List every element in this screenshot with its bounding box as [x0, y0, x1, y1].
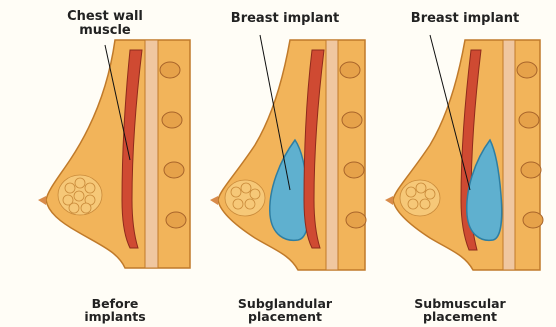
- panel-before-implants: [30, 0, 200, 290]
- caption-before-implants: Before implants: [55, 297, 175, 323]
- caption-line-2: placement: [395, 310, 525, 323]
- nipple: [38, 196, 46, 205]
- caption-subglandular-placement: Subglandular placement: [220, 297, 350, 323]
- chest-wall: [326, 40, 338, 270]
- chest-wall: [503, 40, 515, 270]
- glandular-tissue: [58, 175, 102, 215]
- caption-line-2: implants: [55, 310, 175, 323]
- panel-submuscular: [375, 0, 545, 290]
- glandular-tissue: [225, 180, 265, 216]
- caption-line-2: placement: [220, 310, 350, 323]
- nipple: [385, 196, 393, 205]
- panel-subglandular: [200, 0, 370, 290]
- glandular-tissue: [400, 180, 440, 216]
- chest-wall: [145, 40, 158, 268]
- nipple: [210, 196, 218, 205]
- caption-submuscular-placement: Submuscular placement: [395, 297, 525, 323]
